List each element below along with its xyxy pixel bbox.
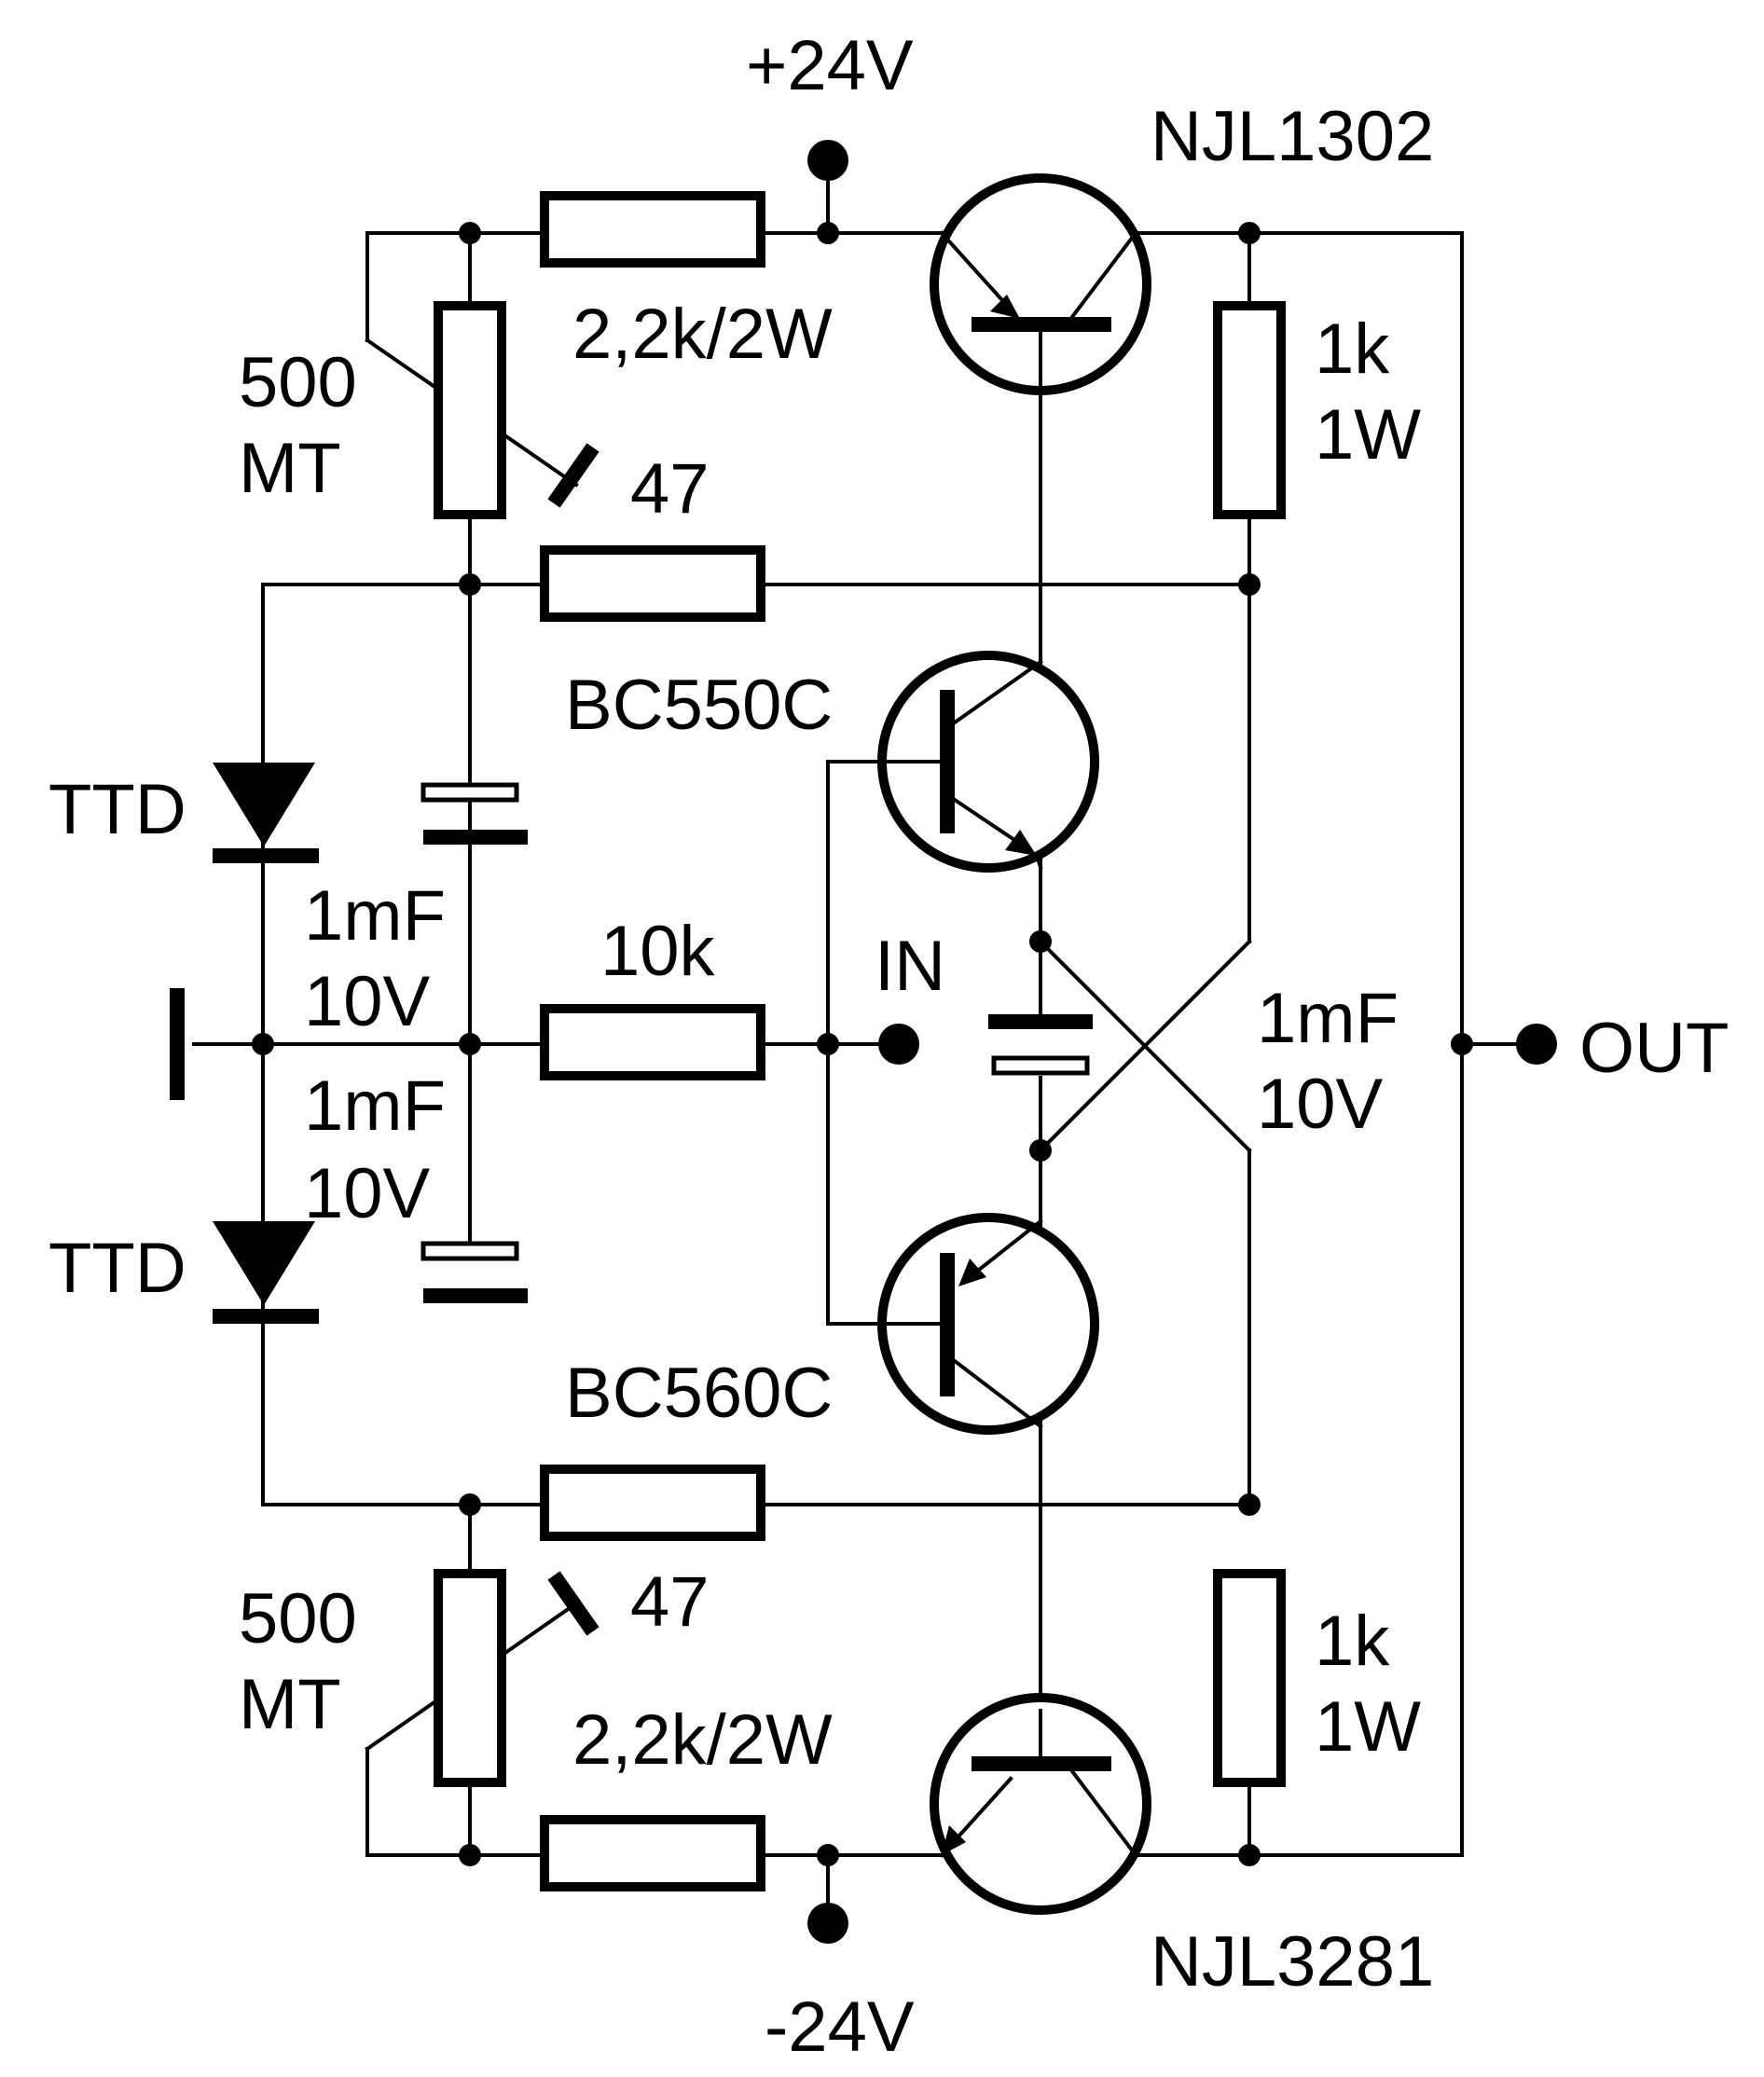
label-njl1302: NJL1302 — [1151, 97, 1434, 176]
label-trim-bottom-type: MT — [239, 1665, 341, 1744]
terminals — [807, 140, 1557, 1944]
label-c-top-voltage: 10V — [304, 962, 431, 1041]
trimmer-500-top — [434, 301, 506, 519]
label-njl3281: NJL3281 — [1151, 1922, 1434, 2001]
label-c-bottom-voltage: 10V — [304, 1154, 431, 1233]
label-output: OUT — [1579, 1009, 1729, 1088]
trimmer-wiper-top — [547, 443, 599, 508]
transistors — [877, 173, 1151, 1915]
resistors — [434, 191, 1286, 1891]
label-vplus: +24V — [746, 26, 914, 105]
diodes — [213, 763, 319, 1324]
label-r-bottom-right-value: 1k — [1315, 1602, 1390, 1681]
capacitor-bottom-plus-plate — [420, 1241, 519, 1261]
transistor-njl3281 — [930, 1693, 1151, 1915]
label-c-bottom-value: 1mF — [304, 1066, 446, 1146]
resistor-1k-bottom — [1213, 1569, 1286, 1787]
diode-bottom-triangle — [213, 1221, 315, 1305]
label-trim-top-type: MT — [239, 429, 341, 508]
terminal-vminus — [807, 1903, 848, 1944]
transistor-bc550c — [877, 651, 1099, 873]
label-r-top-power: 2,2k/2W — [572, 295, 833, 374]
resistor-2k2-top — [540, 191, 765, 268]
capacitors — [420, 782, 1093, 1303]
label-c-right-value: 1mF — [1257, 979, 1399, 1058]
trimmer-500-bottom — [434, 1569, 506, 1787]
label-r-bottom-power: 2,2k/2W — [572, 1700, 833, 1780]
transistor-njl1302 — [930, 173, 1151, 398]
label-c-right-voltage: 10V — [1257, 1065, 1384, 1144]
label-r-input: 10k — [600, 912, 716, 991]
transistor-bc560c — [877, 1213, 1099, 1435]
label-r-bottom-right-power: 1W — [1315, 1687, 1421, 1767]
label-r-bottom-47: 47 — [630, 1562, 710, 1642]
label-r-top-47: 47 — [630, 449, 710, 529]
label-r-top-right-power: 1W — [1315, 395, 1421, 475]
resistor-47-top — [540, 545, 765, 622]
labels: +24V -24V NJL1302 NJL3281 BC550C BC560C … — [48, 26, 1729, 2067]
label-diode-bottom: TTD — [48, 1229, 186, 1308]
label-vminus: -24V — [765, 1988, 915, 2067]
label-bc550c: BC550C — [565, 666, 833, 745]
label-trim-bottom-value: 500 — [239, 1579, 357, 1658]
label-bc560c: BC560C — [565, 1354, 833, 1433]
resistor-47-bottom — [540, 1465, 765, 1541]
label-input: IN — [875, 927, 945, 1006]
terminal-input — [878, 1024, 919, 1065]
terminal-vplus — [807, 140, 848, 181]
trimmer-wiper-bottom — [547, 1571, 599, 1636]
junctions — [252, 222, 1473, 1866]
label-trim-top-value: 500 — [239, 343, 357, 422]
capacitor-right-plus-plate — [991, 1055, 1090, 1076]
label-c-top-value: 1mF — [304, 876, 446, 956]
label-diode-top: TTD — [48, 770, 186, 849]
resistor-2k2-bottom — [540, 1815, 765, 1891]
resistor-10k — [540, 1004, 765, 1080]
diode-top-triangle — [213, 763, 315, 846]
label-r-top-right-value: 1k — [1315, 309, 1390, 389]
terminal-output — [1516, 1024, 1557, 1065]
capacitor-top-plus-plate — [420, 782, 519, 803]
resistor-1k-top — [1213, 301, 1286, 519]
